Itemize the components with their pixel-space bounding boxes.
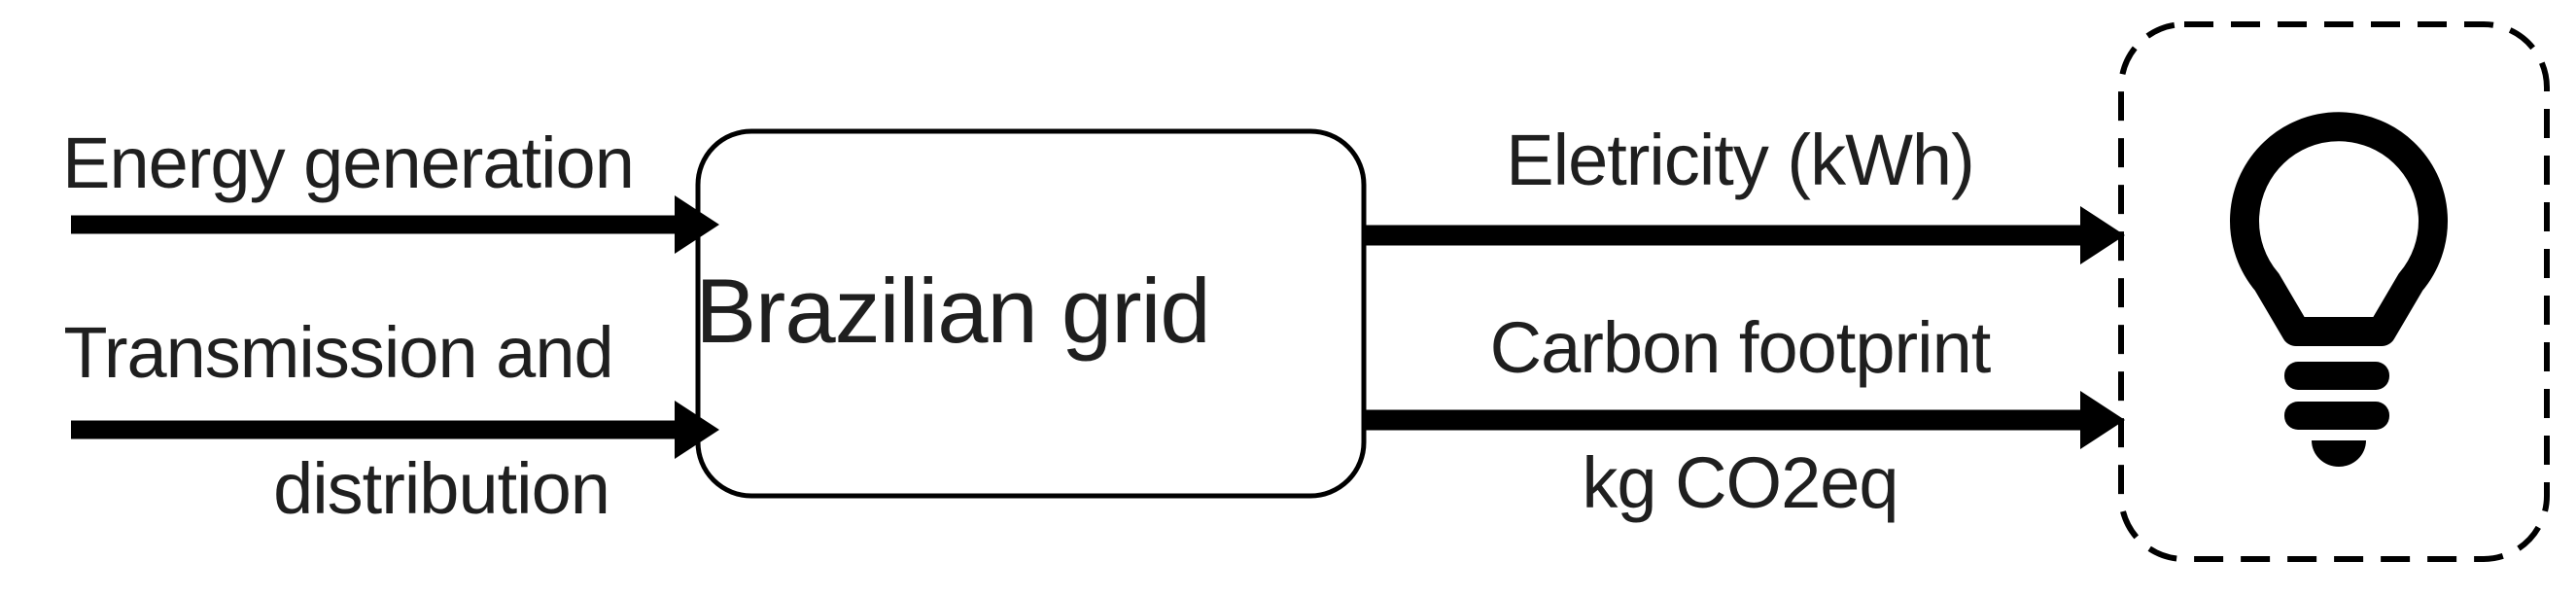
output-label-carbon-footprint-line1: Carbon footprint	[1489, 307, 1992, 388]
light-bulb-icon	[2230, 112, 2448, 467]
input-arrow-energy-generation	[71, 195, 719, 254]
arrowhead-icon	[2080, 391, 2125, 449]
process-box-title: Brazilian grid	[695, 260, 1210, 362]
arrowhead-icon	[2080, 206, 2125, 264]
output-label-electricity: Eletricity (kWh)	[1506, 120, 1974, 200]
process-box	[695, 128, 1367, 499]
input-label-energy-generation: Energy generation	[62, 123, 635, 203]
input-label-transmission-line2: distribution	[273, 448, 610, 529]
output-label-carbon-footprint-line2: kg CO2eq	[1582, 442, 1898, 523]
consumer-boundary-box	[2118, 21, 2550, 562]
input-label-transmission-line1: Transmission and	[63, 312, 613, 393]
output-arrow-electricity	[1364, 206, 2125, 264]
output-arrow-carbon-footprint	[1364, 391, 2125, 449]
